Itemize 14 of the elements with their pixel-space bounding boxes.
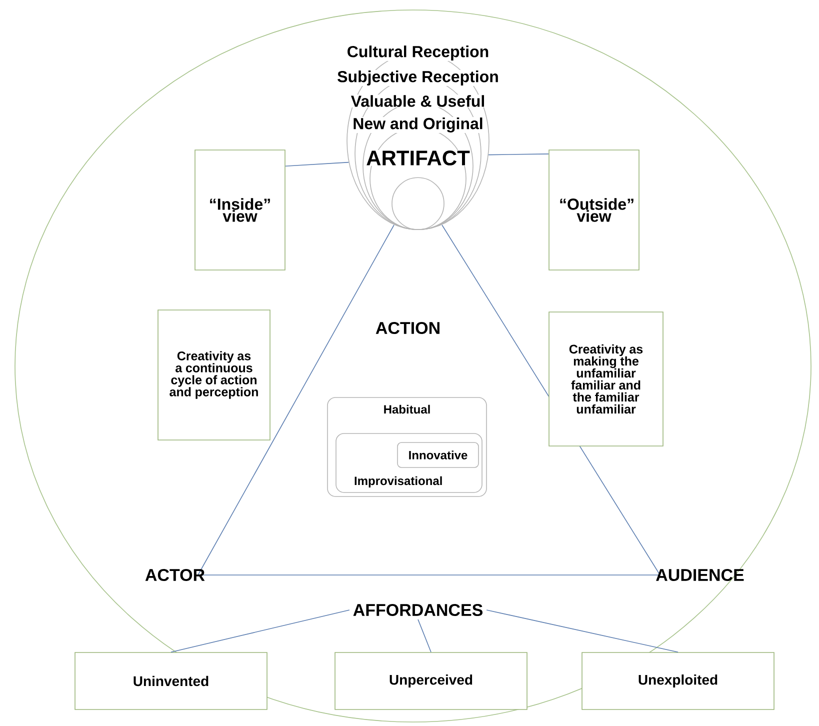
inner-circle <box>392 177 444 230</box>
heading-text: AFFORDANCES <box>353 604 482 616</box>
connector-line <box>418 619 432 652</box>
connector-line <box>488 154 549 156</box>
rounded-box: Innovative <box>397 442 479 468</box>
text-box: Unexploited <box>582 652 774 710</box>
connector-line <box>170 610 350 652</box>
text-box: “Inside” view <box>194 150 286 270</box>
text-box: Unperceived <box>334 652 528 710</box>
text-box: “Outside” view <box>548 150 640 270</box>
text-box: Creativity as a continuous cycle of action and perception <box>158 310 270 440</box>
connector-line <box>285 162 350 167</box>
connector-line <box>486 610 678 652</box>
text-box: Uninvented <box>74 652 268 710</box>
